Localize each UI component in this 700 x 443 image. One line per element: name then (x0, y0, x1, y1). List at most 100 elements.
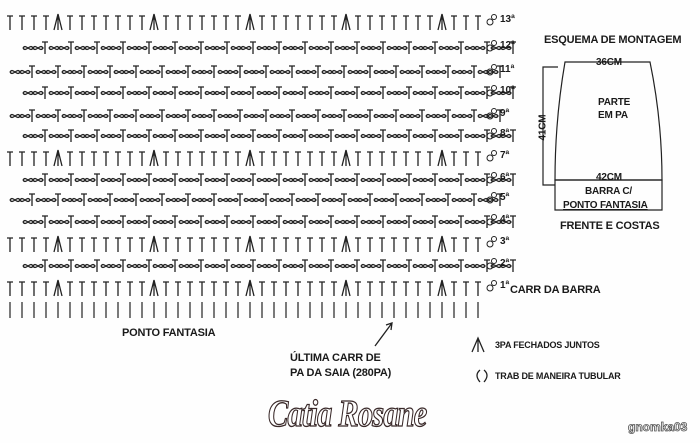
chain-dot-icon (486, 89, 494, 97)
stitch-symbol (415, 281, 421, 296)
stitch-symbol (379, 237, 385, 252)
stitch-symbol (307, 281, 313, 296)
stitch-symbol (217, 109, 243, 122)
stitch-symbol (163, 237, 169, 252)
stitch-symbol (295, 151, 301, 166)
chain-dot-icon (486, 262, 494, 270)
stitch-symbol (204, 41, 230, 54)
stitch-symbol (427, 281, 433, 296)
stitch-symbol (403, 15, 409, 30)
stitch-symbol (230, 86, 256, 99)
stitch-symbol (79, 151, 85, 166)
stitch-symbol (74, 86, 100, 99)
stitch-symbol (386, 259, 412, 272)
stitch-symbol (355, 237, 361, 252)
stitch-symbol (211, 151, 217, 166)
stitch-symbol (347, 193, 373, 206)
stitch-symbol (334, 86, 360, 99)
stitch-symbol (463, 151, 469, 166)
stitch-symbol (163, 151, 169, 166)
stitch-symbol (74, 129, 100, 142)
chain-dot-icon (491, 280, 497, 286)
stitch-symbol (48, 173, 74, 186)
stitch-symbol (360, 129, 386, 142)
chain-dot-icon (491, 258, 497, 264)
stitch-symbol (19, 151, 25, 166)
chain-dot-icon (491, 128, 497, 134)
chain-dot-icon (486, 196, 494, 204)
stitch-symbol (35, 193, 61, 206)
stitch-symbol (386, 41, 412, 54)
stitch-symbol (91, 15, 97, 30)
stitch-symbol (490, 41, 516, 54)
legend-round-label: TRAB DE MANEIRA TUBULAR (495, 371, 621, 381)
stitch-symbol (165, 193, 191, 206)
stitch-symbol (321, 65, 347, 78)
stitch-symbol (490, 259, 516, 272)
stitch-symbol (355, 151, 361, 166)
chain-dot-icon (491, 14, 497, 20)
stitch-symbol (113, 193, 139, 206)
chain-dot-icon (491, 108, 497, 114)
chart-row (9, 65, 503, 78)
stitch-symbol (367, 237, 373, 252)
stitch-symbol (126, 259, 152, 272)
chart-row (7, 235, 481, 253)
stitch-symbol (113, 65, 139, 78)
stitch-symbol (425, 65, 451, 78)
stitch-symbol (319, 15, 325, 30)
stitch-symbol (175, 15, 181, 30)
chain-dot-icon (491, 192, 497, 198)
stitch-symbol (230, 129, 256, 142)
stitch-symbol (74, 259, 100, 272)
stitch-symbol (230, 173, 256, 186)
stitch-symbol (22, 129, 48, 142)
stitch-symbol (437, 13, 447, 31)
stitch-symbol (399, 193, 425, 206)
stitch-symbol (477, 193, 503, 206)
stitch-symbol (199, 281, 205, 296)
stitch-symbol (271, 151, 277, 166)
chart-row (22, 215, 516, 228)
stitch-symbol (149, 149, 159, 167)
stitch-symbol (87, 193, 113, 206)
stitch-symbol (256, 86, 282, 99)
schema-caption: FRENTE E COSTAS (560, 220, 660, 232)
stitch-symbol (178, 129, 204, 142)
stitch-symbol (256, 215, 282, 228)
stitch-symbol (175, 151, 181, 166)
stitch-symbol (165, 109, 191, 122)
stitch-symbol (43, 281, 49, 296)
stitch-symbol (334, 259, 360, 272)
stitch-symbol (282, 86, 308, 99)
stitch-symbol (204, 129, 230, 142)
stitch-symbol (235, 237, 241, 252)
row-label: 12ª (500, 40, 515, 51)
stitch-symbol (204, 259, 230, 272)
stitch-symbol (9, 193, 35, 206)
stitch-symbol (360, 41, 386, 54)
stitch-symbol (139, 193, 165, 206)
watermark: gnomka03 (628, 420, 688, 435)
stitch-symbol (79, 237, 85, 252)
stitch-symbol (355, 281, 361, 296)
stitch-symbol (490, 215, 516, 228)
stitch-symbol (43, 237, 49, 252)
stitch-symbol (308, 41, 334, 54)
stitch-symbol (204, 215, 230, 228)
chart-row (22, 259, 516, 272)
stitch-symbol (127, 237, 133, 252)
top-width: 36CM (596, 57, 622, 68)
stitch-symbol (271, 281, 277, 296)
stitch-symbol (149, 13, 159, 31)
stitch-symbol (437, 279, 447, 297)
chart-row (22, 173, 516, 186)
stitch-symbol (67, 237, 73, 252)
chart-row (22, 129, 516, 142)
stitch-symbol (61, 65, 87, 78)
stitch-symbol (451, 65, 477, 78)
chain-dot-icon (486, 176, 494, 184)
stitch-symbol (152, 86, 178, 99)
stitch-symbol (295, 193, 321, 206)
row-label: 13ª (500, 14, 515, 25)
